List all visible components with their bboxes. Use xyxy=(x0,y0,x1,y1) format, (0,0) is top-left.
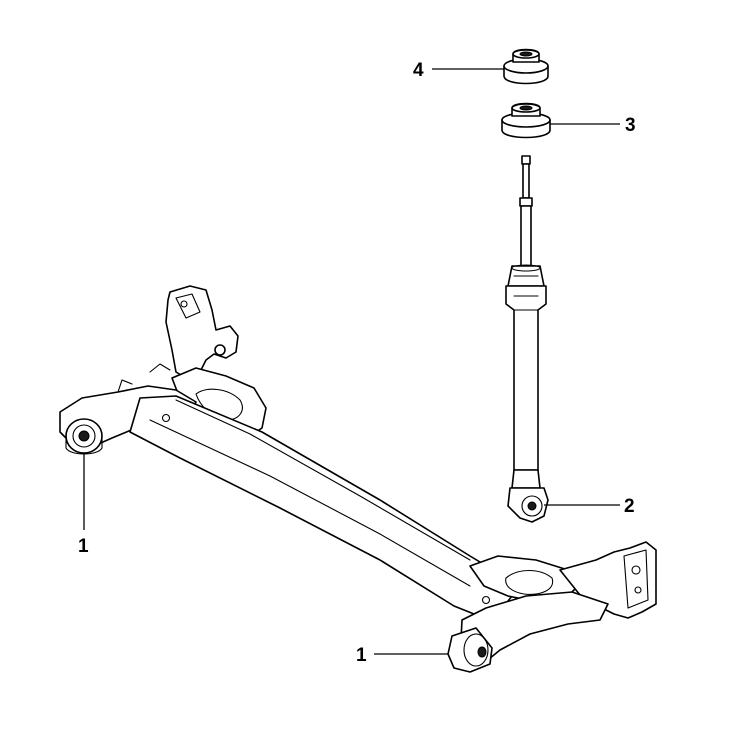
rear-beam-axle xyxy=(59,285,657,669)
callout-2: 2 xyxy=(624,496,635,517)
upper-rubber-bushing-3 xyxy=(501,102,551,139)
front-pivot-bushing-left xyxy=(65,418,103,455)
shock-absorber xyxy=(505,155,549,523)
upper-rubber-bushing-4 xyxy=(503,48,549,85)
callout-1-left: 1 xyxy=(78,536,89,557)
callout-1-right: 1 xyxy=(356,645,367,666)
front-pivot-bushing-right xyxy=(447,627,493,673)
callout-4: 4 xyxy=(413,60,424,81)
callout-3: 3 xyxy=(625,115,636,136)
